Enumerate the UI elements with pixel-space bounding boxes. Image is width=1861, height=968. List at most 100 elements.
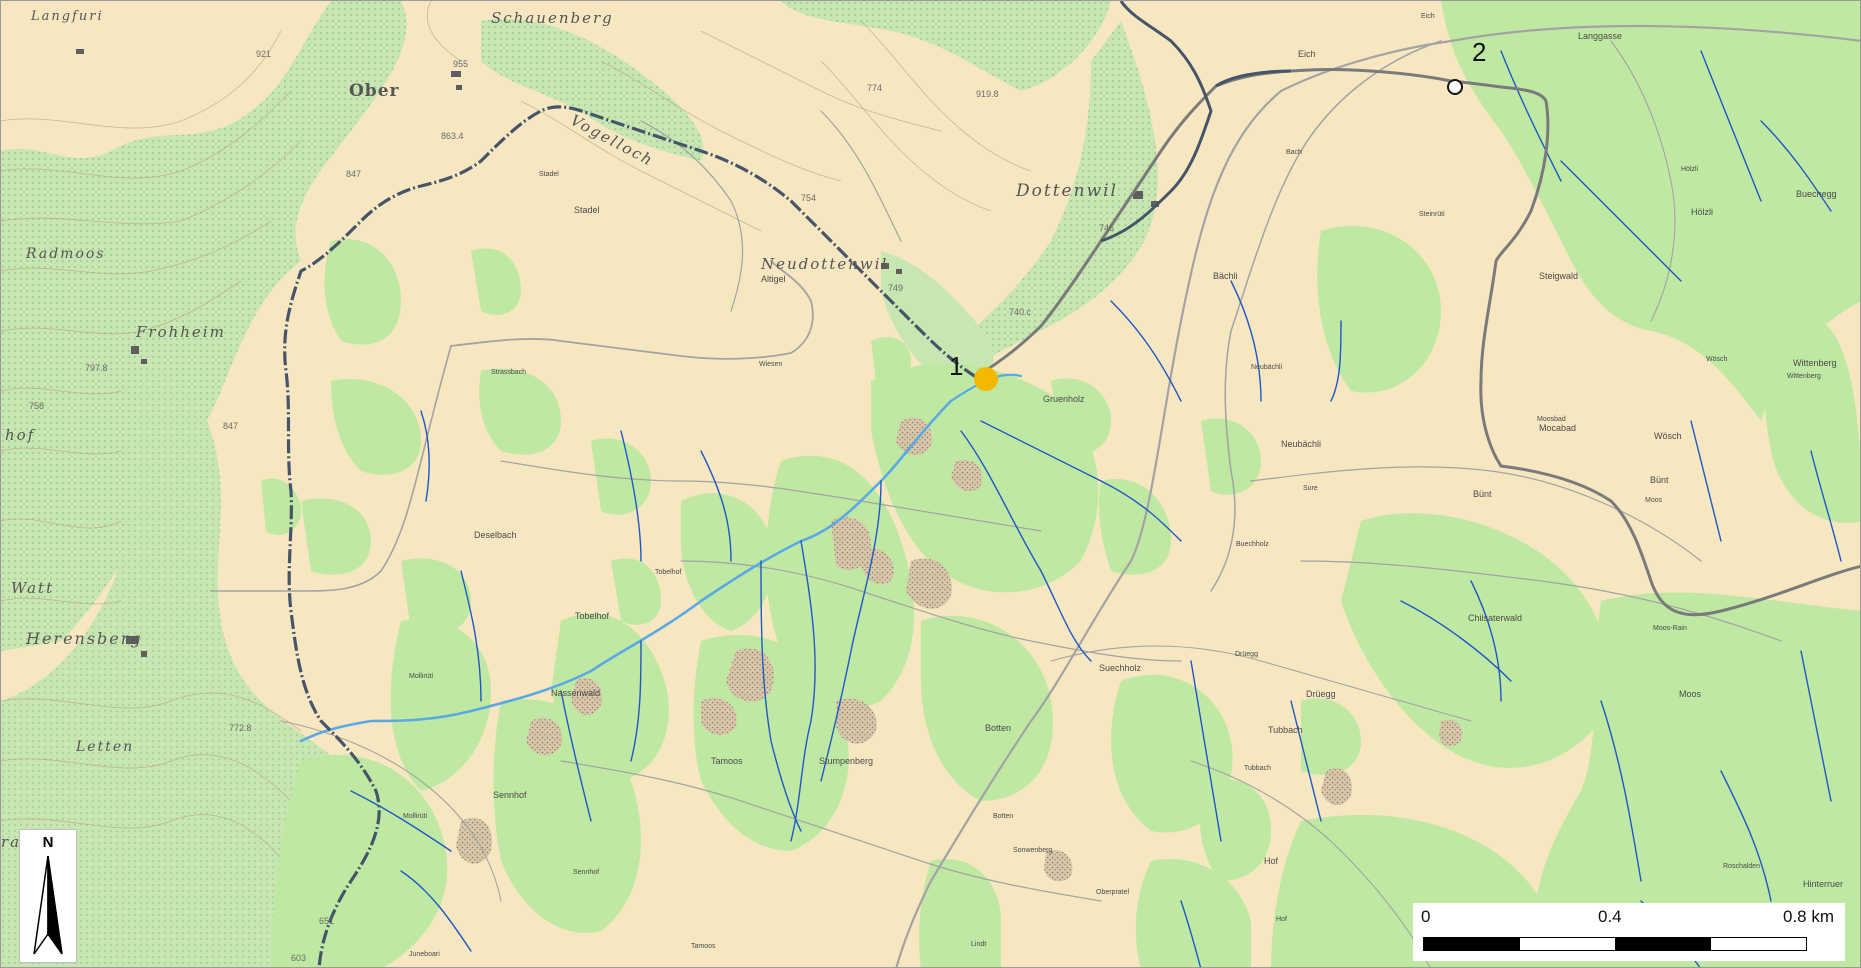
point-2-label: 2 — [1472, 37, 1487, 67]
place-label: Moosbad — [1537, 416, 1566, 423]
elevation-label: 921 — [256, 49, 272, 59]
point-2-marker — [1447, 79, 1463, 95]
place-label: Langgasse — [1578, 31, 1623, 41]
place-label: Juneboari — [409, 951, 440, 958]
place-label: Wittenberg — [1793, 358, 1837, 368]
place-label: Roschalden — [1723, 863, 1760, 870]
place-label: Bach — [1286, 149, 1302, 156]
scale-segment — [1710, 938, 1806, 950]
place-label: Eich — [1298, 49, 1316, 59]
topo-label-radmoos: Radmoos — [26, 246, 106, 262]
point-1-label: 1 — [949, 351, 964, 381]
elevation-label: 774 — [867, 83, 883, 93]
scale-segment — [1615, 938, 1711, 950]
gravel-layer — [456, 417, 1463, 882]
topo-buildings — [76, 49, 1159, 657]
place-label: Wiesen — [759, 361, 783, 368]
place-label: Sennhof — [493, 790, 527, 800]
place-label: Stadel — [574, 205, 600, 215]
place-label: Hölzli — [1691, 207, 1714, 217]
place-label: Tobelhof — [655, 569, 682, 576]
place-label: Wösch — [1706, 356, 1728, 363]
topo-label-frohheim: Frohheim — [136, 323, 226, 341]
place-label: Buechegg — [1796, 189, 1837, 199]
place-label: Tubbach — [1244, 765, 1271, 772]
place-label: Lindt — [971, 941, 987, 948]
place-label: Oberpratel — [1096, 889, 1130, 896]
elevation-label: 919.8 — [976, 89, 999, 99]
topo-label-dottenwil: Dottenwil — [1016, 181, 1118, 201]
forest-layer — [261, 1, 1860, 967]
place-label: Botten — [985, 723, 1012, 733]
place-label: Moos — [1679, 689, 1702, 699]
north-arrow-icon — [33, 855, 63, 955]
place-label: Tobelhof — [575, 611, 610, 621]
place-label: Strassbach — [491, 369, 527, 376]
place-label: Suechholz — [1099, 663, 1142, 673]
place-label: Moos — [1645, 497, 1663, 504]
place-label: Hof — [1264, 856, 1279, 866]
place-label: Chilsaterwald — [1468, 613, 1523, 623]
place-label: Wösch — [1654, 431, 1682, 441]
place-label: Altigel — [761, 274, 786, 284]
place-label: Buechholz — [1236, 541, 1269, 548]
scale-tick-0: 0 — [1421, 907, 1431, 926]
elevation-label: 749 — [888, 283, 904, 293]
place-label: Mocabad — [1539, 423, 1577, 433]
place-label: Bünt — [1650, 475, 1669, 485]
place-label: Wittenberg — [1787, 373, 1821, 380]
elevation-label: 740.c — [1009, 307, 1032, 317]
scale-tick-1: 0.4 — [1598, 907, 1622, 926]
elevation-label: 797.8 — [85, 363, 108, 373]
place-label: Nassenwald — [551, 688, 601, 698]
elevation-label: 754 — [801, 193, 817, 203]
place-label: Hölzli — [1681, 166, 1699, 173]
place-label: Eich — [1421, 13, 1435, 20]
place-label: Tamoos — [711, 756, 743, 766]
place-label: Drüegg — [1306, 689, 1336, 699]
scale-tick-2: 0.8 km — [1783, 907, 1835, 926]
place-label: Tubbach — [1268, 725, 1303, 735]
scale-segments — [1423, 937, 1807, 951]
place-label: Sure — [1303, 485, 1318, 492]
contour-lines — [1, 1, 1032, 872]
place-label: Stumpenberg — [819, 756, 874, 766]
place-label: Bünt — [1473, 489, 1492, 499]
place-label: Neubächli — [1251, 364, 1283, 371]
point-1-marker — [974, 367, 998, 391]
elevation-label: 758 — [29, 401, 45, 411]
place-label: Mollirüti — [409, 673, 434, 680]
catchment-boundary — [975, 68, 1860, 617]
scale-segment — [1424, 938, 1520, 950]
topo-label-herensberg: Herensberg — [26, 629, 143, 648]
place-label: Botten — [993, 813, 1014, 820]
scale-bar: 0 0.4 0.8 km — [1413, 903, 1845, 961]
elevation-label: 847 — [223, 421, 239, 431]
elevation-label: 847 — [346, 169, 362, 179]
place-label: Neubächli — [1281, 439, 1322, 449]
elevation-label: 603 — [291, 953, 307, 963]
topo-label-neudottenwil: Neudottenwil — [761, 255, 889, 273]
place-label: Moos-Rain — [1653, 625, 1687, 632]
elevation-label: 863.4 — [441, 131, 464, 141]
north-letter: N — [42, 834, 54, 851]
north-arrow: N — [19, 829, 77, 963]
elevation-label: 772.8 — [229, 723, 252, 733]
elevation-label: 746 — [1099, 223, 1115, 233]
place-label: Hof — [1276, 916, 1287, 923]
place-label: Drüegg — [1235, 651, 1258, 658]
place-label: Gruenholz — [1043, 394, 1085, 404]
elevation-label: 651 — [319, 916, 335, 926]
place-label: Deselbach — [474, 530, 517, 540]
place-label: Steinrüti — [1419, 211, 1445, 218]
place-label: Hinterruer — [1803, 879, 1844, 889]
topo-label-hof: hof — [5, 426, 36, 444]
place-label: Mollirüti — [403, 813, 428, 820]
topo-label-watt: Watt — [11, 579, 55, 597]
topo-label-langfuri: Langfuri — [31, 9, 104, 24]
place-label: Stadel — [539, 171, 559, 178]
elevation-label: 955 — [453, 59, 469, 69]
place-label: Sennhof — [573, 869, 600, 876]
